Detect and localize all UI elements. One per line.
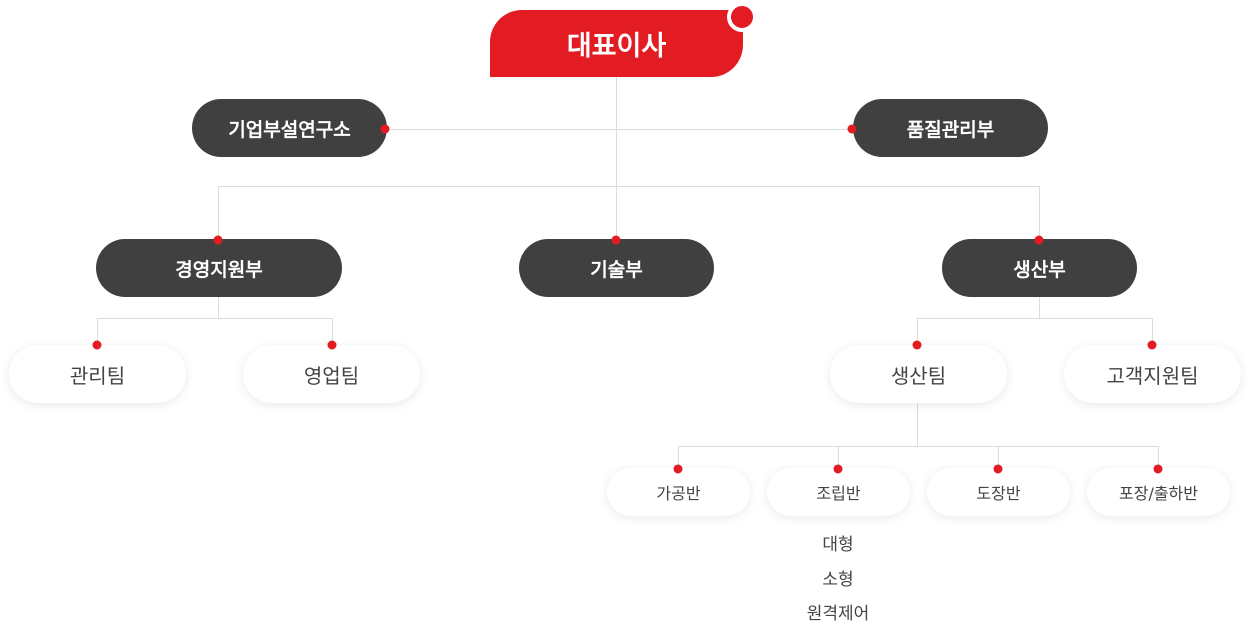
node-machining-unit: 가공반 [607, 468, 750, 516]
connector-line [917, 403, 918, 446]
node-label: 고객지원팀 [1106, 363, 1199, 388]
connector-line [218, 186, 1039, 187]
assembly-sub-item: 원격제어 [806, 604, 870, 624]
connector-line [1039, 297, 1040, 318]
connector-line [678, 446, 679, 468]
connector-line [838, 446, 839, 468]
connector-line [218, 186, 219, 240]
node-label: 포장/출하반 [1119, 484, 1198, 503]
node-label: 관리팀 [69, 363, 126, 388]
connector-dot [380, 124, 390, 134]
node-label: 대표이사 [566, 31, 667, 62]
connector-dot [912, 340, 922, 350]
connector-line [97, 318, 98, 345]
connector-line [1152, 318, 1153, 345]
connector-dot [847, 124, 857, 134]
connector-line [1039, 186, 1040, 240]
node-quality-management: 품질관리부 [853, 99, 1048, 157]
connector-line [616, 77, 617, 240]
connector-dot [833, 464, 843, 474]
node-assembly-unit: 조립반 [767, 468, 910, 516]
node-label: 생산부 [1013, 258, 1066, 281]
node-customer-support-team: 고객지원팀 [1064, 345, 1241, 403]
connector-line [678, 446, 1158, 447]
node-research-institute: 기업부설연구소 [192, 99, 387, 157]
connector-dot [92, 340, 102, 350]
node-label: 기술부 [590, 258, 643, 281]
connector-dot [327, 340, 337, 350]
connector-line [332, 318, 333, 345]
connector-line [1158, 446, 1159, 468]
accent-dot [727, 2, 757, 32]
connector-dot [1147, 340, 1157, 350]
node-production: 생산부 [942, 239, 1137, 297]
connector-line [385, 129, 852, 130]
connector-dot [1034, 235, 1044, 245]
connector-line [218, 297, 219, 318]
connector-line [917, 318, 918, 345]
node-sales-team: 영업팀 [243, 345, 420, 403]
connector-line [998, 446, 999, 468]
node-label: 도장반 [976, 484, 1021, 503]
node-label: 생산팀 [890, 363, 947, 388]
node-label: 조립반 [816, 484, 861, 503]
assembly-sub-item: 소형 [822, 570, 854, 590]
node-ceo: 대표이사 [490, 10, 743, 77]
node-label: 품질관리부 [906, 118, 995, 141]
connector-line [917, 318, 1152, 319]
connector-dot [611, 235, 621, 245]
node-production-team: 생산팀 [830, 345, 1007, 403]
connector-line [97, 318, 332, 319]
node-management-support: 경영지원부 [96, 239, 342, 297]
node-packing-shipping-unit: 포장/출하반 [1087, 468, 1230, 516]
connector-dot [993, 464, 1003, 474]
node-technology: 기술부 [519, 239, 714, 297]
node-painting-unit: 도장반 [927, 468, 1070, 516]
assembly-sub-item: 대형 [822, 535, 854, 555]
connector-dot [213, 235, 223, 245]
connector-dot [673, 464, 683, 474]
node-label: 가공반 [656, 484, 701, 503]
node-label: 영업팀 [303, 363, 360, 388]
node-label: 경영지원부 [175, 258, 263, 281]
connector-dot [1153, 464, 1163, 474]
node-label: 기업부설연구소 [228, 118, 351, 141]
node-admin-team: 관리팀 [9, 345, 186, 403]
